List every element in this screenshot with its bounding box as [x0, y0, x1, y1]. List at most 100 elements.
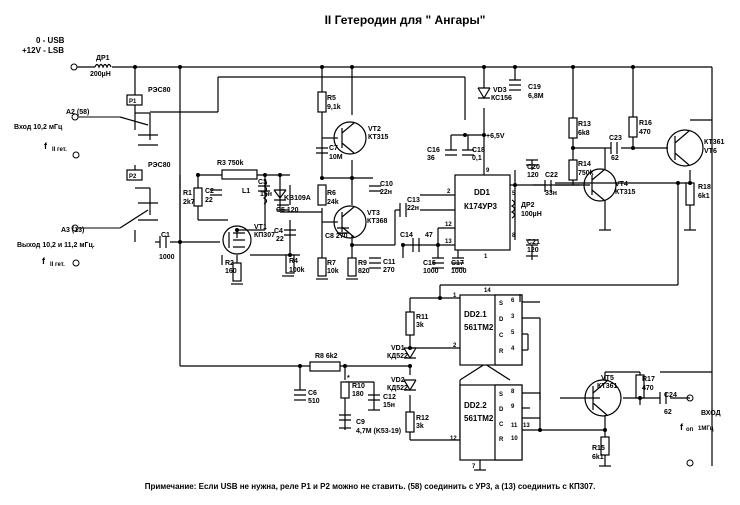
vt2 — [333, 121, 367, 155]
svg-text:6,8M: 6,8M — [528, 93, 544, 100]
svg-text:R6: R6 — [327, 190, 336, 197]
svg-text:36: 36 — [427, 155, 435, 162]
svg-text:КС156: КС156 — [491, 95, 512, 102]
dd21-pin-2: 2 — [453, 343, 457, 349]
r7 — [317, 257, 327, 277]
svg-text:C12: C12 — [383, 394, 396, 401]
input-terminals — [70, 63, 694, 467]
transistors — [222, 121, 704, 417]
c18 — [462, 149, 474, 156]
dd21-in-d: D — [499, 317, 504, 323]
fop-value: 1МГц — [698, 426, 714, 432]
svg-text:C9: C9 — [356, 419, 365, 426]
svg-text:820: 820 — [358, 268, 370, 275]
svg-text:ДР2: ДР2 — [521, 202, 535, 209]
svg-text:R15: R15 — [592, 445, 605, 452]
resistors — [193, 91, 695, 456]
capacitors — [159, 79, 667, 421]
r16 — [628, 116, 638, 138]
dd21-pin-4: 4 — [511, 346, 515, 352]
relay-p2: P2 РЭС80 — [119, 162, 171, 229]
ground-symbols — [231, 89, 696, 471]
c24 — [659, 392, 667, 404]
svg-text:22: 22 — [276, 236, 284, 243]
svg-text:VD2: VD2 — [391, 377, 405, 384]
dr2-coil — [510, 199, 516, 219]
dd1-pin-9: 9 — [486, 168, 490, 174]
dd22-in-r: R — [499, 437, 504, 443]
fop-symbol: f — [680, 422, 684, 432]
f2-out-symbol: f — [42, 256, 46, 266]
vt4 — [583, 168, 617, 202]
svg-text:C16: C16 — [427, 147, 440, 154]
svg-text:C14: C14 — [400, 232, 413, 239]
svg-text:22н: 22н — [380, 189, 392, 196]
dd21-pin-6: 6 — [511, 298, 515, 304]
svg-text:C11: C11 — [383, 259, 396, 266]
svg-text:P1: P1 — [129, 99, 137, 105]
r12 — [405, 411, 415, 433]
r9 — [347, 257, 357, 277]
r8 — [309, 361, 341, 372]
svg-text:VD1: VD1 — [391, 345, 405, 352]
svg-text:КТ368: КТ368 — [367, 218, 388, 225]
diagram-title: II Гетеродин для " Ангары" — [325, 13, 486, 27]
c9 — [339, 414, 351, 421]
svg-text:VT4: VT4 — [615, 181, 628, 188]
svg-text:120: 120 — [527, 172, 539, 179]
r3 — [221, 169, 258, 180]
svg-text:C20: C20 — [527, 164, 540, 171]
dd21-pin-3: 3 — [511, 314, 515, 320]
svg-text:180: 180 — [352, 391, 364, 398]
svg-text:C7: C7 — [329, 145, 338, 152]
svg-text:15н: 15н — [260, 191, 272, 198]
svg-text:470: 470 — [642, 385, 654, 392]
r1 — [193, 187, 203, 207]
dd22-in-c: C — [499, 422, 504, 428]
svg-text:R3 750k: R3 750k — [217, 160, 244, 167]
dd21-pin-1: 1 — [453, 293, 457, 299]
c10 — [369, 185, 381, 192]
r13 — [568, 117, 578, 139]
dd1-pin-12: 12 — [445, 222, 452, 228]
svg-text:VT1: VT1 — [254, 224, 267, 231]
relay-p1: P1 РЭС80 — [119, 87, 171, 146]
svg-text:C23: C23 — [609, 135, 622, 142]
terminal-f2-ground — [72, 151, 80, 159]
svg-text:C1: C1 — [161, 232, 170, 239]
svg-text:РЭС80: РЭС80 — [148, 162, 171, 169]
dr1-label: ДР1 — [96, 55, 110, 62]
svg-text:C13: C13 — [407, 197, 420, 204]
svg-text:3k: 3k — [416, 322, 424, 329]
svg-text:C10: C10 — [380, 181, 393, 188]
svg-text:10k: 10k — [327, 268, 339, 275]
vt1 — [222, 225, 252, 255]
f2-out-sub: II гет. — [50, 262, 65, 268]
vt6 — [666, 129, 704, 167]
dd2-2-inner — [494, 384, 523, 461]
r11 — [405, 311, 415, 336]
dd21-in-c: C — [499, 333, 504, 339]
junction-dots — [133, 65, 692, 432]
svg-text:270: 270 — [383, 267, 395, 274]
svg-text:510: 510 — [308, 398, 320, 405]
c16 — [445, 149, 457, 156]
dd21-in-s: S — [499, 301, 503, 307]
terminal-fop-ground — [686, 459, 694, 467]
dd2-2-label: DD2.2 — [464, 401, 487, 410]
svg-text:+6,5V: +6,5V — [486, 133, 505, 140]
svg-text:VD3: VD3 — [493, 87, 507, 94]
svg-text:P2: P2 — [129, 174, 137, 180]
a2-label: A2 (58) — [66, 109, 89, 116]
dd22-pin-7: 7 — [472, 464, 476, 470]
c14 — [412, 238, 420, 252]
svg-text:1000: 1000 — [451, 268, 467, 275]
dd1-pin-8: 8 — [512, 233, 516, 239]
svg-text:VT2: VT2 — [368, 126, 381, 133]
r15 — [600, 436, 610, 456]
svg-text:R4: R4 — [289, 258, 298, 265]
svg-text:1000: 1000 — [423, 268, 439, 275]
dd21-in-r: R — [499, 349, 504, 355]
svg-text:22: 22 — [205, 197, 213, 204]
